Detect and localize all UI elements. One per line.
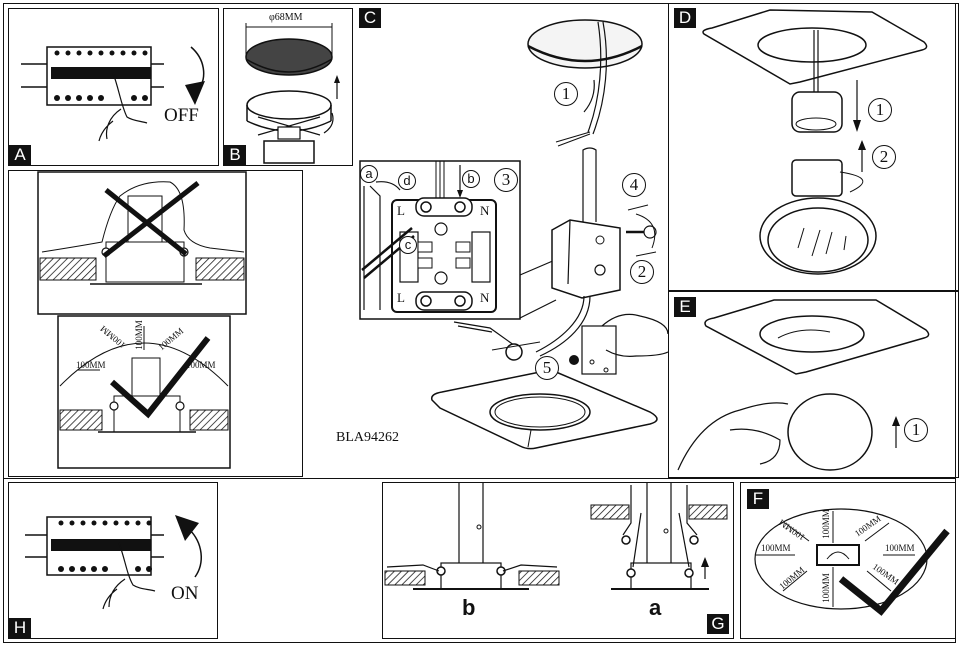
breaker-on-illustration <box>25 515 202 610</box>
f-label-top: 100MM <box>820 509 831 539</box>
on-label: ON <box>171 583 199 604</box>
clearance-label-right: 100MM <box>186 360 216 370</box>
step-tag-d: D <box>674 8 696 28</box>
clearance-label-top: 100MM <box>133 320 144 350</box>
step-1-marker-c: 1 <box>554 82 578 106</box>
model-number: BLA94262 <box>336 430 399 445</box>
springs-illustration <box>384 483 728 590</box>
terminal-n-top: N <box>480 203 490 218</box>
panel-f-clearance: 100MM 100MM 100MM 100MM 100MM 100MM 100M… <box>740 482 956 639</box>
breaker-illustration <box>21 46 205 142</box>
clearance-label-left: 100MM <box>76 360 106 370</box>
clearance-topview-illustration <box>754 508 950 616</box>
step-3-marker-c: 3 <box>494 168 518 192</box>
diagram-label-a: a <box>649 595 662 620</box>
step-tag-e: E <box>674 297 696 317</box>
panel-d-bulb <box>669 3 959 291</box>
step-tag-a: A <box>9 145 31 165</box>
panel-h-switch-on: ON H <box>8 482 218 639</box>
step-tag-h: H <box>9 618 31 638</box>
panel-clearance <box>8 170 303 477</box>
section-divider <box>3 478 956 479</box>
cutout-illustration <box>245 23 340 164</box>
callout-c: c <box>399 236 417 254</box>
step-tag-b: B <box>224 145 246 165</box>
panel-a-switch-off: OFF A <box>8 8 219 166</box>
terminal-l-top: L <box>397 203 405 218</box>
step-2-marker-d: 2 <box>872 145 896 169</box>
f-label-right: 100MM <box>885 543 915 553</box>
panel-e-ring <box>669 291 959 478</box>
callout-b: b <box>462 170 480 188</box>
step-1-marker-e: 1 <box>904 418 928 442</box>
f-label-left: 100MM <box>761 543 791 553</box>
terminal-n-bottom: N <box>480 290 490 305</box>
callout-a: a <box>360 165 378 183</box>
panel-g-springs: b a G <box>382 482 734 639</box>
terminal-l-bottom: L <box>397 290 405 305</box>
step-tag-c: C <box>359 8 381 28</box>
callout-d: d <box>398 172 416 190</box>
off-label: OFF <box>164 105 199 126</box>
step-5-marker-c: 5 <box>535 356 559 380</box>
step-tag-f: F <box>747 489 769 509</box>
step-4-marker-c: 4 <box>622 173 646 197</box>
step-tag-g: G <box>707 614 729 634</box>
panel-b-cutout: φ68MM B <box>223 8 353 166</box>
step-1-marker-d: 1 <box>868 98 892 122</box>
step-2-marker-c: 2 <box>630 260 654 284</box>
cutout-diameter-label: φ68MM <box>269 12 303 23</box>
diagram-label-b: b <box>462 595 476 620</box>
f-label-bottom: 100MM <box>820 573 831 603</box>
